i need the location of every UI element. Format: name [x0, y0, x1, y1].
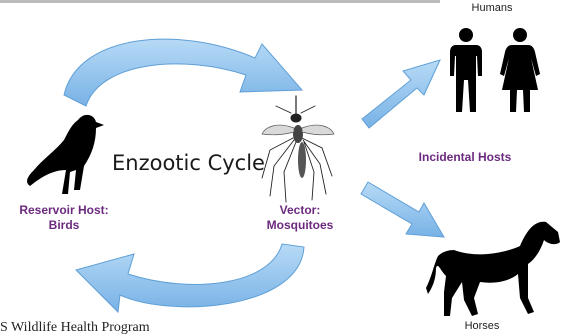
- cycle-arrow-top: [64, 39, 302, 106]
- reservoir-host-line1: Reservoir Host:: [4, 203, 124, 218]
- horses-label: Horses: [452, 320, 512, 332]
- horse-icon: [426, 222, 560, 316]
- arrow-to-humans: [362, 60, 440, 128]
- woman-icon: [500, 28, 540, 112]
- man-icon: [450, 28, 482, 112]
- vector-line1: Vector:: [248, 203, 352, 218]
- mosquito-icon: [262, 96, 334, 202]
- bird-icon: [27, 115, 104, 194]
- reservoir-host-label: Reservoir Host: Birds: [4, 203, 124, 233]
- reservoir-host-line2: Birds: [4, 218, 124, 233]
- incidental-hosts-label: Incidental Hosts: [410, 150, 520, 165]
- enzootic-cycle-title: Enzootic Cycle: [112, 151, 265, 175]
- vector-line2: Mosquitoes: [248, 218, 352, 233]
- credit-line: S Wildlife Health Program: [0, 320, 150, 336]
- vector-label: Vector: Mosquitoes: [248, 203, 352, 233]
- cycle-arrow-bottom: [76, 244, 304, 312]
- arrow-to-horses: [361, 182, 444, 237]
- humans-label: Humans: [462, 2, 522, 14]
